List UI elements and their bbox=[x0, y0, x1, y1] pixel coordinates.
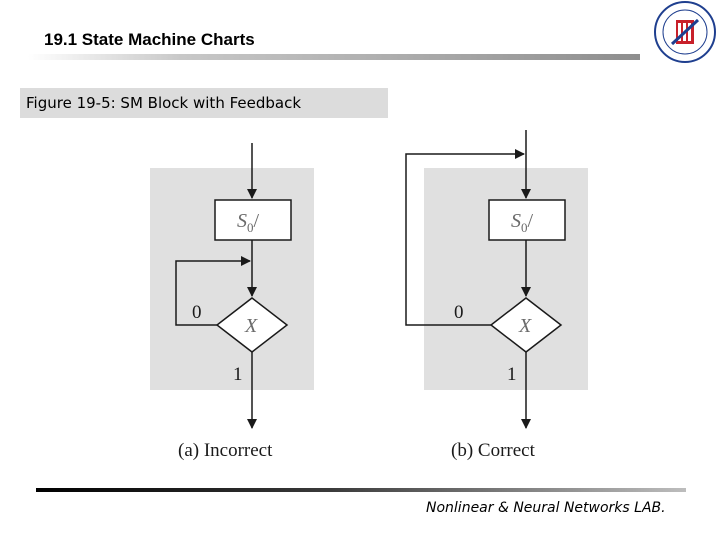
panel-a-state-slash: / bbox=[254, 210, 260, 232]
footer-lab-name: Nonlinear & Neural Networks LAB. bbox=[426, 500, 666, 516]
panel-a-state-label: S bbox=[237, 210, 247, 232]
panel-b-correct: S0/ X 0 1 (b) Correct bbox=[405, 130, 588, 461]
panel-b-state-slash: / bbox=[528, 210, 534, 232]
panel-b-state-subscript: 0 bbox=[521, 220, 528, 235]
panel-b-true-label: 1 bbox=[507, 364, 517, 385]
title-underline bbox=[28, 54, 640, 60]
panel-a-incorrect: S0/ X 0 1 (a) Incorrect bbox=[150, 143, 314, 461]
footer-divider bbox=[36, 488, 686, 492]
panel-a-false-label: 0 bbox=[192, 302, 202, 323]
panel-b-decision-label: X bbox=[518, 315, 532, 337]
svg-text:S0/: S0/ bbox=[237, 210, 260, 235]
panel-a-decision-label: X bbox=[244, 315, 258, 337]
university-logo bbox=[654, 1, 716, 63]
panel-b-state-label: S bbox=[511, 210, 521, 232]
panel-a-true-label: 1 bbox=[233, 364, 243, 385]
panel-b-feedback-arrow bbox=[405, 149, 525, 326]
panel-a-state-box bbox=[214, 199, 292, 241]
panel-b-false-label: 0 bbox=[454, 302, 464, 323]
figure-caption: Figure 19-5: SM Block with Feedback bbox=[26, 94, 302, 112]
panel-b-state-box bbox=[488, 199, 566, 241]
panel-a-feedback-arrow bbox=[175, 256, 251, 326]
slide-title: 19.1 State Machine Charts bbox=[44, 30, 255, 49]
svg-text:S0/: S0/ bbox=[511, 210, 534, 235]
panel-b-caption: (b) Correct bbox=[451, 440, 536, 461]
figure-caption-box: Figure 19-5: SM Block with Feedback bbox=[20, 88, 388, 118]
panel-a-state-subscript: 0 bbox=[247, 220, 254, 235]
panel-a-caption: (a) Incorrect bbox=[178, 440, 273, 461]
